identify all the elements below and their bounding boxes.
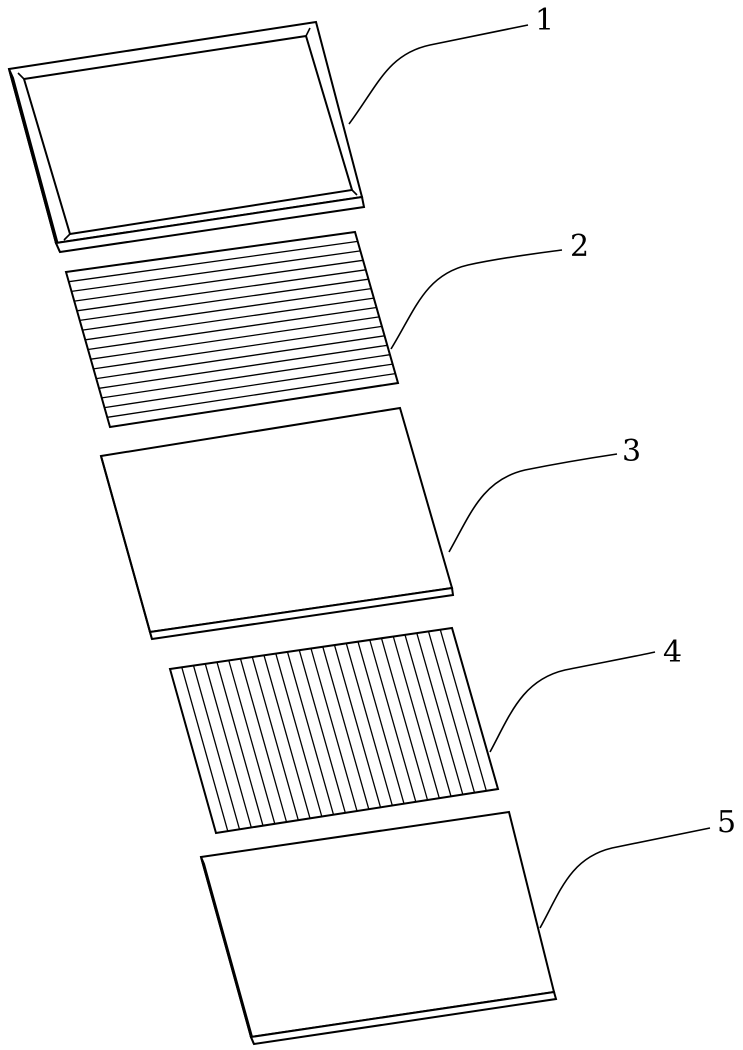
- horizontal-stripe-line: [82, 287, 372, 331]
- horizontal-stripe-line: [85, 297, 374, 341]
- frame-bevel-line: [351, 189, 358, 196]
- vertical-stripe-line: [310, 648, 358, 812]
- plate-5-bottom-side: [249, 990, 558, 1046]
- frame-bevel-line: [17, 72, 25, 80]
- vertical-stripe-line: [416, 632, 464, 795]
- horizontal-stripe-line: [79, 278, 369, 322]
- vertical-stripe-line: [298, 650, 346, 813]
- vertical-stripe-line: [369, 639, 417, 802]
- leader-line-1: [348, 24, 529, 125]
- horizontal-stripe-line: [74, 259, 364, 302]
- vertical-stripe-line: [286, 651, 335, 815]
- horizontal-stripe-line: [76, 269, 366, 312]
- vertical-stripe-line: [392, 636, 440, 799]
- vertical-stripe-line: [380, 638, 429, 801]
- vertical-stripe-line: [204, 663, 252, 828]
- horizontal-stripe-line: [96, 335, 385, 380]
- vertical-stripe-line: [239, 658, 288, 823]
- vertical-stripe-line: [181, 667, 229, 832]
- leader-line-4: [489, 651, 656, 753]
- horizontal-stripe-line: [68, 240, 358, 283]
- leader-line-2: [390, 249, 563, 350]
- vertical-stripe-line: [322, 646, 370, 810]
- layer-1-frame: [7, 20, 366, 254]
- vertical-stripe-line: [263, 655, 311, 819]
- layer-4-vertical-stripes: [168, 626, 500, 835]
- horizontal-stripe-line: [87, 306, 377, 351]
- frame-bottom-side: [54, 195, 366, 254]
- horizontal-stripe-line: [101, 354, 390, 399]
- layer-5-plate: [199, 810, 558, 1046]
- horizontal-stripe-line: [93, 325, 382, 370]
- part-label-2: 2: [570, 229, 589, 264]
- vertical-stripe-group: [181, 629, 487, 832]
- horizontal-stripe-line: [98, 344, 388, 389]
- vertical-stripe-line: [439, 629, 487, 791]
- horizontal-stripe-line: [90, 316, 380, 360]
- horizontal-stripe-line: [107, 372, 396, 418]
- vertical-stripe-line: [216, 662, 264, 826]
- part-label-3: 3: [622, 434, 641, 469]
- frame-bevel-line: [63, 233, 71, 241]
- vertical-stripe-line: [427, 631, 476, 793]
- horizontal-stripe-line: [71, 250, 361, 293]
- vertical-stripe-line: [192, 665, 241, 830]
- vertical-stripe-line: [275, 653, 323, 817]
- vertical-stripe-line: [357, 641, 405, 804]
- vertical-stripe-line: [404, 634, 452, 797]
- leader-line-3: [448, 453, 618, 553]
- vertical-stripe-line: [345, 643, 393, 806]
- leader-line-5: [539, 827, 711, 929]
- vertical-stripe-line: [251, 656, 299, 821]
- vertical-stripe-line: [228, 660, 276, 824]
- horizontal-stripe-group: [68, 240, 396, 418]
- part-label-5: 5: [717, 805, 736, 840]
- horizontal-stripe-line: [104, 363, 393, 409]
- part-label-4: 4: [663, 635, 682, 670]
- layer-2-horizontal-stripes: [64, 230, 400, 429]
- part-label-1: 1: [535, 3, 554, 38]
- layer-3-plate: [99, 406, 455, 641]
- plate-3-bottom-side: [148, 586, 455, 641]
- vertical-stripe-line: [333, 644, 382, 808]
- frame-bevel-line: [305, 27, 311, 37]
